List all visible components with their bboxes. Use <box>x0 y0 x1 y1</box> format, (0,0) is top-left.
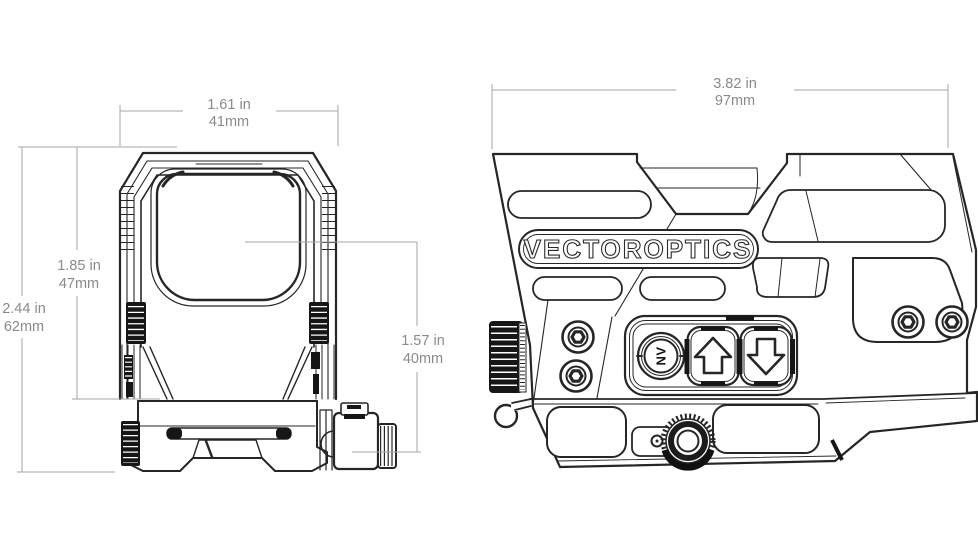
brand-logo-text: VECTOROPTICS <box>524 234 753 264</box>
torx-screw-icon <box>561 320 595 354</box>
front-left-knob <box>126 302 146 344</box>
dim-body-height-in: 1.85 in <box>57 258 101 274</box>
side-turret-knob <box>489 321 527 393</box>
body-cutouts <box>507 189 964 343</box>
dim-axis-height: 1.57 in 40mm <box>245 241 445 453</box>
top-notch-detail <box>639 153 801 215</box>
front-base <box>121 400 328 472</box>
torx-screw-icon <box>559 359 593 393</box>
nv-button-label: NV <box>654 346 669 365</box>
dim-window-width: 1.61 in 41mm <box>119 97 339 146</box>
clamp-serrated-nut <box>377 423 397 469</box>
front-frame <box>118 151 338 401</box>
dimension-annotations: 1.61 in 41mm 3.82 in 97mm 1.85 in 47mm 2… <box>2 76 949 473</box>
brightness-up-button <box>684 325 740 387</box>
dim-total-length-in: 3.82 in <box>713 76 757 92</box>
side-view: VECTOROPTICS <box>489 152 978 471</box>
side-base <box>529 392 978 471</box>
front-right-knob <box>309 302 329 344</box>
front-view <box>118 151 397 472</box>
dim-body-height: 1.85 in 47mm <box>57 146 101 400</box>
dim-total-height: 2.44 in 62mm <box>2 146 46 473</box>
dim-window-width-mm: 41mm <box>209 114 249 130</box>
dim-total-length-mm: 97mm <box>715 93 755 109</box>
front-lower-legs <box>121 344 335 400</box>
torx-screw-icon <box>891 305 925 339</box>
up-arrow-icon <box>693 336 733 375</box>
dim-total-height-in: 2.44 in <box>2 301 46 317</box>
brand-logo: VECTOROPTICS <box>518 229 759 269</box>
elevation-dial <box>660 413 716 471</box>
down-arrow-icon <box>746 337 786 376</box>
dim-body-height-mm: 47mm <box>59 276 99 292</box>
mount-clamp <box>319 402 397 471</box>
nv-button: NV <box>636 331 686 381</box>
control-panel: NV <box>623 314 799 397</box>
torx-screw-icon <box>935 305 969 339</box>
dim-total-length: 3.82 in 97mm <box>491 76 949 149</box>
torx-screws <box>559 305 969 393</box>
brightness-down-button <box>736 325 795 387</box>
front-lens-window <box>150 168 307 307</box>
lanyard-hook <box>493 398 532 429</box>
base-side-knob <box>121 421 140 466</box>
dim-axis-height-in: 1.57 in <box>401 333 445 349</box>
dim-window-width-in: 1.61 in <box>207 97 251 113</box>
dim-axis-height-mm: 40mm <box>403 351 443 367</box>
dim-total-height-mm: 62mm <box>4 319 44 335</box>
